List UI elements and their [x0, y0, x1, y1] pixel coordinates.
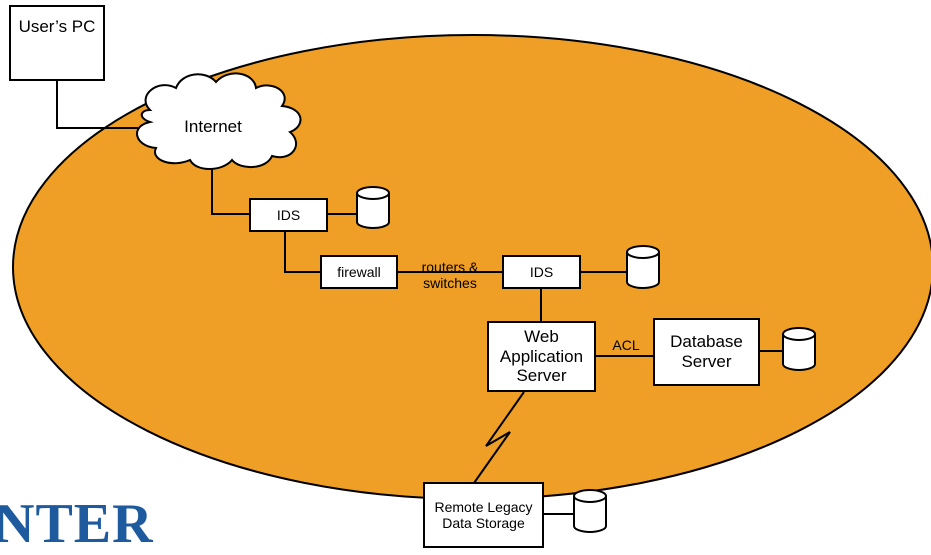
link-internet-ids — [211, 162, 250, 215]
ids-top-label: IDS — [276, 206, 301, 223]
firewall-box: firewall — [320, 255, 398, 289]
link-pc-internet — [56, 80, 138, 129]
database-server-box: Database Server — [653, 318, 760, 386]
database-icon — [626, 245, 660, 289]
web-application-server-box: Web Application Server — [487, 321, 596, 392]
ids-mid-box: IDS — [502, 255, 581, 289]
firewall-label: firewall — [337, 263, 381, 280]
routers-switches-label: routers & switches — [421, 259, 479, 292]
remote-legacy-storage-box: Remote Legacy Data Storage — [423, 482, 544, 548]
ids-top-box: IDS — [249, 198, 328, 232]
link-webserver-remote-lightning — [473, 391, 525, 484]
internet-cloud-icon — [136, 72, 302, 170]
remote-legacy-storage-label: Remote Legacy Data Storage — [434, 498, 533, 531]
web-application-server-label: Web Application Server — [499, 327, 584, 386]
partial-logo: NTER — [0, 493, 154, 555]
ids-mid-label: IDS — [529, 263, 554, 280]
database-icon — [356, 186, 390, 229]
acl-label: ACL — [612, 337, 640, 353]
database-icon — [573, 489, 607, 533]
database-icon — [782, 327, 816, 371]
link-ids-firewall — [284, 231, 320, 273]
users-pc-box: User’s PC — [9, 5, 105, 81]
users-pc-label: User’s PC — [18, 17, 96, 36]
internet-label: Internet — [184, 117, 242, 136]
database-server-label: Database Server — [670, 332, 743, 371]
